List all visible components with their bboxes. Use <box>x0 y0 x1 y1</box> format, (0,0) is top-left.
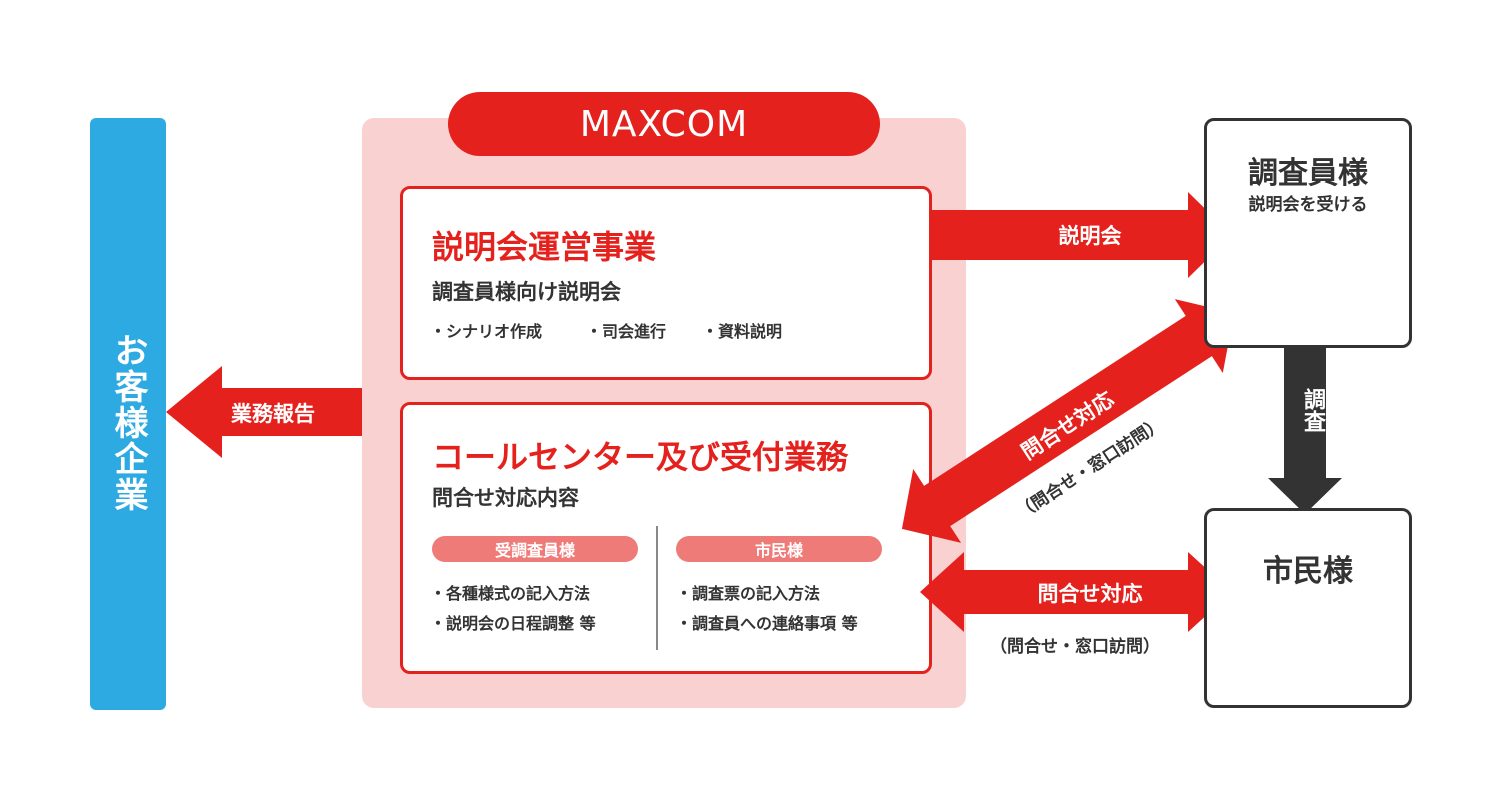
surveyor-box <box>1204 118 1412 348</box>
briefing-business-heading: 説明会運営事業 <box>432 228 657 266</box>
surveyor-title: 調査員様 <box>1248 156 1368 191</box>
inquiry-lower-arrow <box>920 552 1232 632</box>
report-arrow <box>166 366 362 458</box>
inquiry-lower-paren: （問合せ・窓口訪問） <box>990 637 1160 657</box>
call-center-sub: 問合せ対応内容 <box>432 486 579 510</box>
citizen-box <box>1204 508 1412 708</box>
briefing-business-sub: 調査員様向け説明会 <box>432 280 621 304</box>
surveyor-sub: 説明会を受ける <box>1248 195 1368 215</box>
client-company-label: お客様企業 <box>108 333 148 513</box>
bullet-item: ・司会進行 <box>586 322 667 341</box>
client-company-bar <box>90 118 166 710</box>
citizen-title: 市民様 <box>1263 554 1353 589</box>
survey-arrow-label: 調査 <box>1300 388 1325 432</box>
column-divider <box>656 526 658 650</box>
briefing-business-card <box>400 186 932 380</box>
survey-arrow <box>1268 348 1342 514</box>
bullet-item: ・説明会の日程調整 等 <box>430 614 596 633</box>
bullet-item: ・資料説明 <box>702 322 783 341</box>
briefing-arrow-label: 説明会 <box>1058 224 1122 248</box>
maxcom-title: MAXCOM <box>448 92 880 156</box>
bullet-item: ・調査票の記入方法 <box>676 584 821 603</box>
surveyor-pill: 受調査員様 <box>432 536 638 562</box>
report-arrow-label: 業務報告 <box>231 402 315 426</box>
briefing-arrow <box>930 192 1232 278</box>
bullet-item: ・調査員への連絡事項 等 <box>676 614 858 633</box>
citizen-pill: 市民様 <box>676 536 882 562</box>
call-center-heading: コールセンター及び受付業務 <box>432 438 849 476</box>
inquiry-lower-label: 問合せ対応 <box>1037 582 1143 606</box>
inquiry-diagonal-arrow <box>901 299 1235 543</box>
bullet-item: ・シナリオ作成 <box>430 322 543 341</box>
bullet-item: ・各種様式の記入方法 <box>430 584 591 603</box>
